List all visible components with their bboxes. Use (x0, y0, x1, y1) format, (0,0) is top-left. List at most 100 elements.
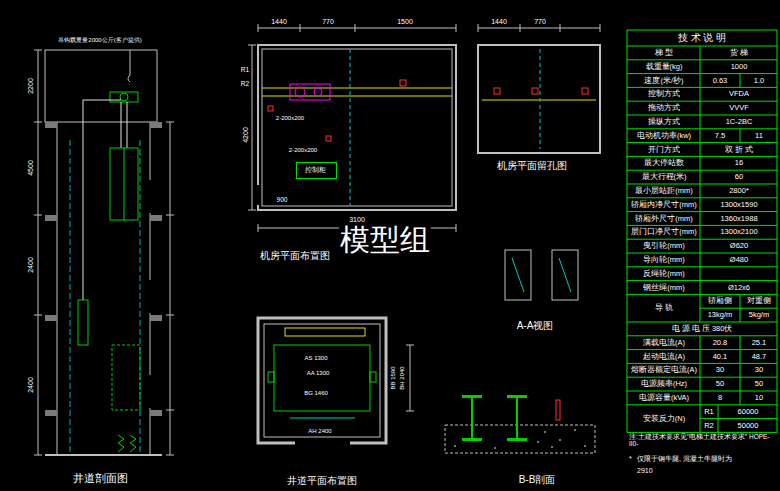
table-cell: 5kg/m (748, 311, 770, 319)
machine-room-plan (258, 28, 456, 29)
machine-room-plan (262, 49, 452, 206)
table-cell: 轿厢侧 (707, 298, 733, 306)
hoistway-section (34, 50, 174, 455)
table-cell: 双 折 式 (724, 146, 754, 154)
hoistway-plan (258, 318, 386, 443)
dimension: 900 (276, 197, 289, 204)
callout: 吊钩载重量2000公斤(客户提供) (57, 37, 142, 43)
control-cabinet-box: 控制柜 (296, 162, 337, 179)
view-title: B-B剖面 (518, 475, 557, 485)
table-cell: 1000 (730, 63, 749, 71)
hole-plan (540, 49, 541, 149)
machine-room-plan (314, 88, 322, 96)
hoistway-section (150, 122, 162, 128)
hole-plan (494, 88, 500, 94)
table-rule (700, 46, 701, 322)
table-rule (740, 377, 741, 391)
view-title: 井道剖面图 (72, 473, 129, 484)
hoistway-plan (264, 324, 380, 437)
hoistway-section (34, 50, 42, 51)
table-rule (627, 170, 777, 171)
hoistway-section (45, 215, 57, 221)
section-b-b (559, 439, 561, 441)
section-b-b (471, 398, 473, 438)
view-title: A-A视图 (516, 321, 555, 331)
table-rule (627, 322, 777, 323)
hoistway-section (83, 100, 84, 300)
watermark: 模型组 (339, 225, 431, 255)
table-cell: 开门方式 (647, 146, 681, 154)
section-b-b (445, 425, 595, 453)
dimension: 2200 (27, 77, 34, 95)
table-cell: 30 (715, 367, 725, 375)
machine-room-plan (248, 24, 456, 232)
dimension: BB 1590 (390, 365, 396, 390)
table-cell: 最小层站距(mm) (634, 187, 694, 195)
table-cell: 电 源 电 压 380伏 (671, 325, 734, 333)
dimension: 3100 (348, 216, 366, 223)
table-cell: 电源容量(kVA) (638, 394, 690, 402)
table-cell: 最大停站数 (643, 160, 685, 168)
table-cell: R1 (703, 408, 715, 416)
table-cell: 起动电流(A) (642, 353, 686, 361)
machine-room-plan (256, 185, 260, 205)
table-cell: 控制方式 (647, 91, 681, 99)
table-rule (627, 335, 777, 336)
section-b-b (454, 429, 586, 449)
table-cell: 11 (754, 132, 764, 140)
table-rule (627, 46, 777, 47)
hoistway-section (70, 140, 71, 455)
machine-room-plan (350, 49, 351, 206)
hoistway-plan (295, 441, 350, 445)
table-rule (627, 59, 777, 60)
table-cell: 50 (754, 380, 764, 388)
section-b-b (574, 429, 576, 431)
hoistway-section (45, 410, 57, 416)
table-cell: 0.63 (712, 77, 729, 85)
table-rule (740, 350, 741, 364)
table-cell: Ø480 (729, 256, 749, 264)
table-cell: 电动机功率(kw) (636, 132, 692, 140)
table-cell: VVVF (728, 104, 750, 112)
hole-plan (582, 88, 588, 94)
view-title: 井道平面布置图 (286, 476, 358, 486)
hoistway-section (45, 454, 162, 456)
table-rule (627, 280, 777, 281)
machine-room-plan (258, 24, 259, 32)
table-rule (700, 336, 701, 433)
table-cell: 满载电流(A) (642, 339, 686, 347)
machine-room-plan (355, 24, 356, 32)
table-rule (740, 336, 741, 350)
hoistway-plan (290, 418, 355, 419)
table-rule (627, 30, 777, 31)
table-rule (740, 308, 741, 322)
table-cell: 对重侧 (746, 298, 772, 306)
hoistway-section (166, 315, 174, 316)
table-rule (740, 391, 741, 405)
table-cell: 导向轮(mm) (642, 256, 686, 264)
table-cell: 1300x2100 (719, 229, 758, 237)
hole-plan (520, 24, 521, 32)
hole-plan (600, 24, 601, 32)
table-rule (627, 225, 777, 226)
table-cell: 梯 型 (654, 49, 674, 57)
view-a-a (505, 250, 578, 300)
section-b-b (516, 398, 518, 438)
table-cell: 钢丝绳(mm) (642, 284, 686, 292)
table-cell: 2800* (728, 187, 750, 195)
table-cell: 50 (715, 380, 725, 388)
hoistway-section (34, 455, 42, 456)
machine-room-plan (258, 224, 259, 232)
hoistway-plan (268, 372, 274, 382)
table-rule (627, 197, 777, 198)
hoistway-section (57, 122, 58, 455)
table-rule (740, 74, 741, 88)
table-rule (627, 73, 777, 74)
hoistway-section (83, 100, 121, 101)
hoistway-section (150, 410, 162, 416)
section-b-b (462, 395, 482, 398)
dimension: 1440 (270, 18, 288, 25)
table-cell: 10 (754, 394, 764, 402)
section-b-b (494, 447, 496, 449)
hoistway-section (150, 315, 162, 321)
